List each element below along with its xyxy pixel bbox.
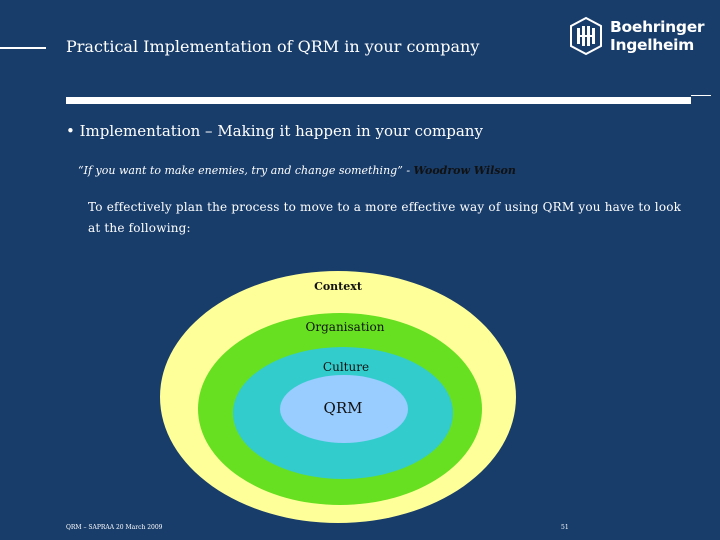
company-logo: Boehringer Ingelheim (568, 16, 705, 60)
logo-line2: Ingelheim (610, 36, 695, 54)
header-accent-line (0, 47, 46, 49)
header-divider-extension (691, 95, 711, 96)
header-divider-bar (66, 97, 691, 104)
culture-label: Culture (323, 360, 369, 374)
page-number: 51 (561, 524, 569, 531)
logo-line1: Boehringer (610, 18, 705, 36)
qrm-ellipse (280, 375, 408, 443)
qrm-label: QRM (324, 399, 363, 417)
quote-text: “If you want to make enemies, try and ch… (78, 164, 411, 177)
logo-icon (570, 16, 602, 56)
intro-paragraph: To effectively plan the process to move … (88, 200, 682, 235)
quote: “If you want to make enemies, try and ch… (78, 164, 516, 177)
organisation-label: Organisation (306, 320, 385, 334)
context-label: Context (314, 280, 363, 293)
page-title: Practical Implementation of QRM in your … (66, 37, 480, 56)
footer-text: QRM – SAPRAA 20 March 2009 (66, 524, 163, 531)
bullet-heading: • Implementation – Making it happen in y… (66, 122, 483, 140)
quote-author: Woodrow Wilson (413, 164, 516, 177)
